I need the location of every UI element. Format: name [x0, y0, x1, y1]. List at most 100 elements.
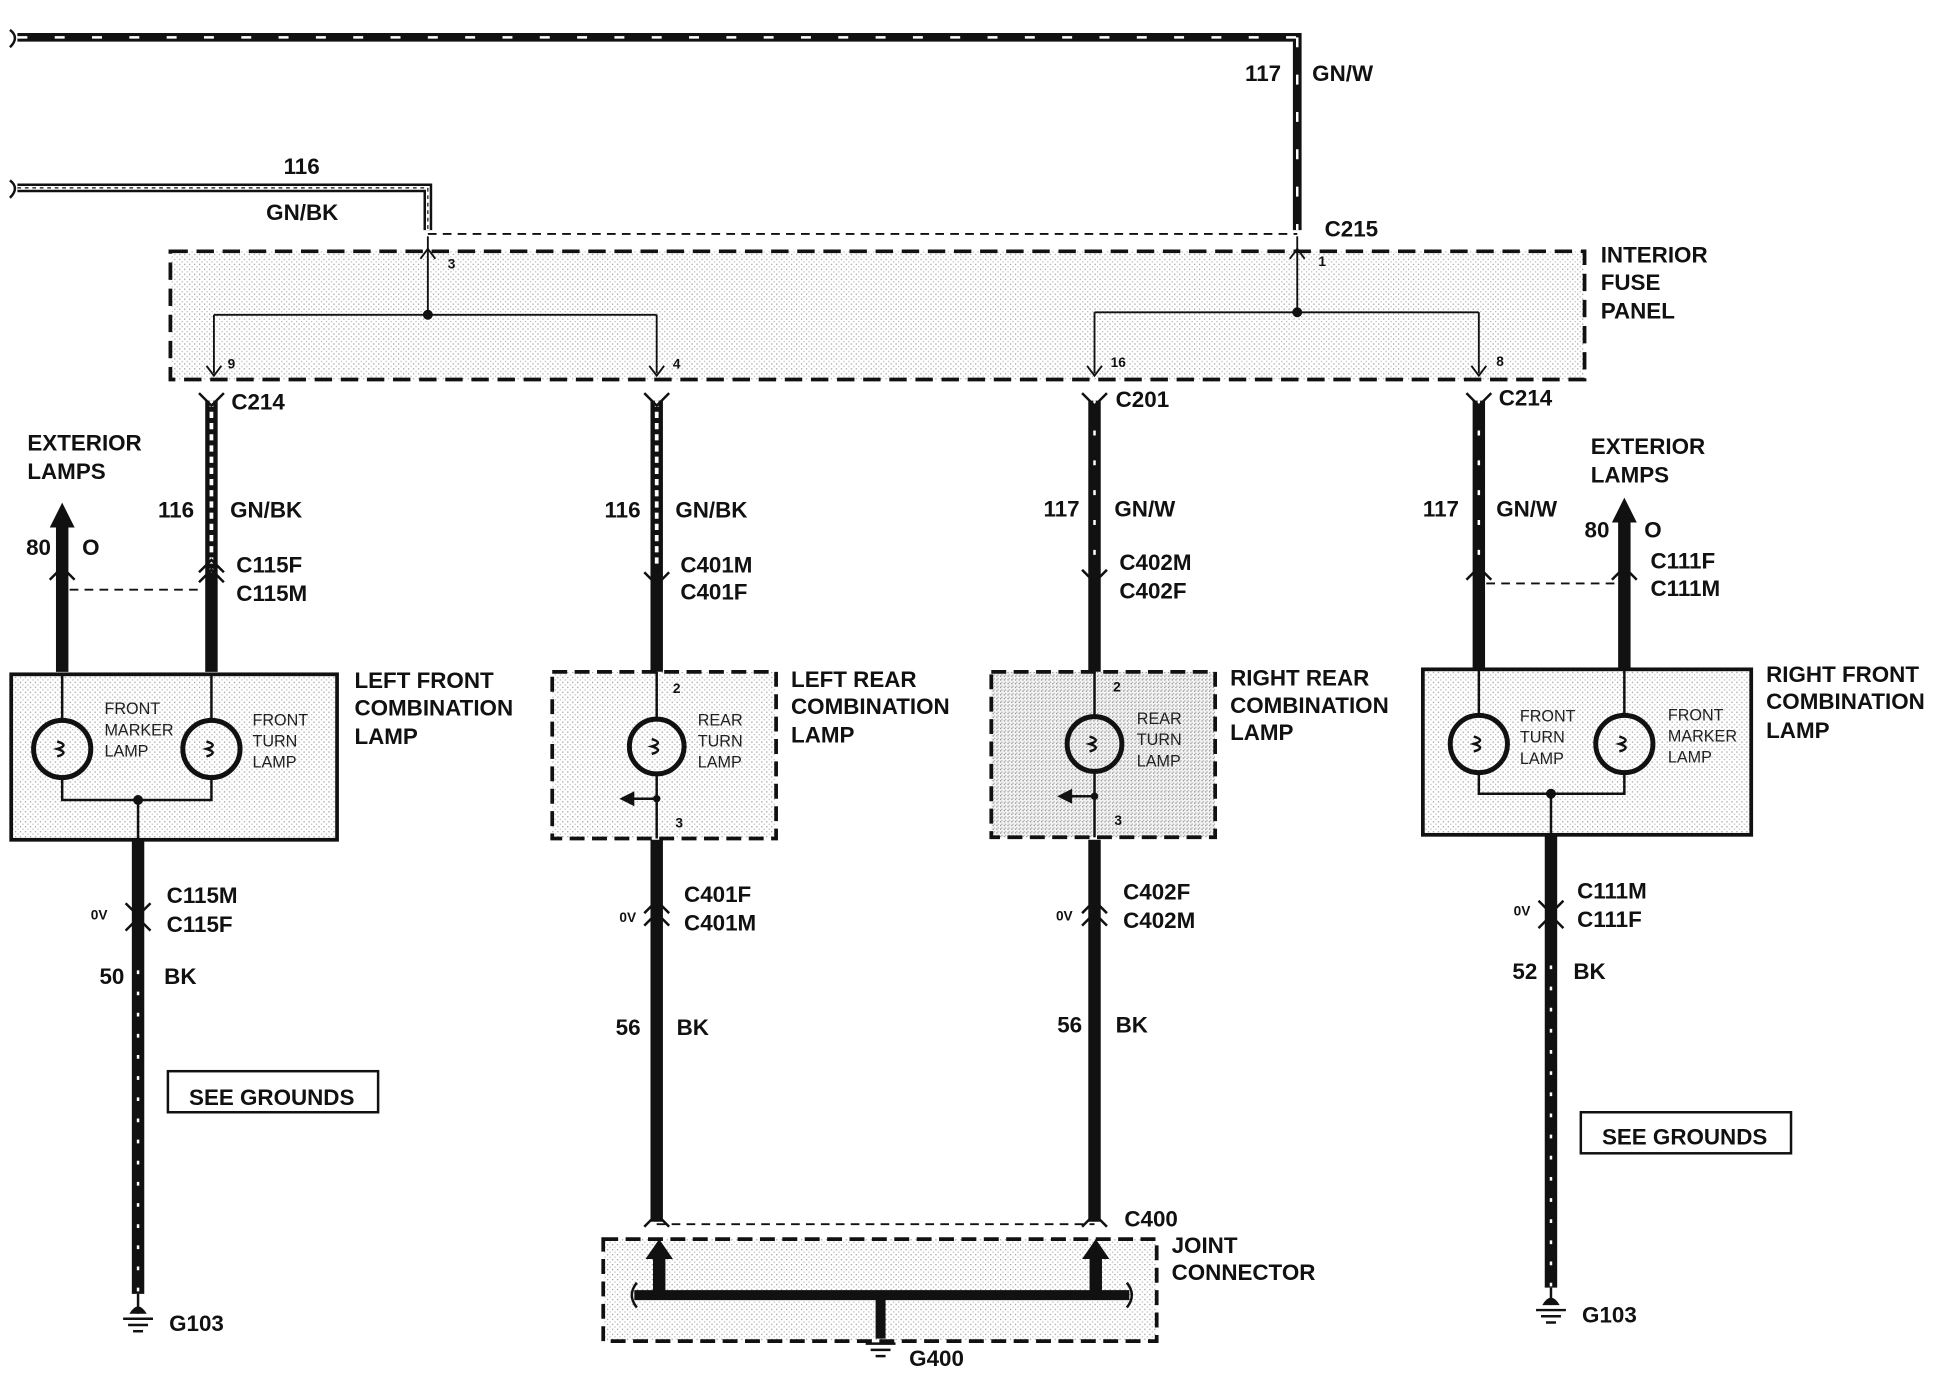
c115m-upper-label: C115M	[236, 581, 307, 606]
lr-component-line1: LEFT REAR	[791, 667, 917, 692]
exterior-lamps-feed-right	[1486, 497, 1638, 672]
rr-pin-3: 3	[1114, 813, 1122, 828]
see-grounds-left-text: SEE GROUNDS	[189, 1085, 354, 1110]
ground-wire-50-left	[123, 841, 153, 1333]
wire-117-right-front	[1465, 392, 1493, 672]
c115f-upper-label: C115F	[236, 552, 302, 577]
exterior-lamps-feed-left	[48, 502, 204, 672]
wire-56-right-color: BK	[1116, 1013, 1148, 1038]
g400-label: G400	[909, 1346, 964, 1371]
rr-component-line1: RIGHT REAR	[1230, 666, 1369, 691]
rr-pin-2: 2	[1113, 680, 1121, 695]
c402m-upper-label: C402M	[1119, 550, 1191, 575]
right-rear-combination-lamp	[989, 669, 1218, 840]
wire-80-left-number: 80	[26, 535, 51, 560]
see-grounds-right-box[interactable]	[1579, 1111, 1793, 1155]
rr-component-line3: LAMP	[1230, 720, 1293, 745]
lr-turn-lamp-line1: REAR	[698, 711, 743, 729]
wire-116-number: 116	[284, 154, 320, 179]
wire-50-color: BK	[164, 964, 196, 989]
rf-turn-lamp-line3: LAMP	[1520, 750, 1564, 768]
rf-turn-lamp-line1: FRONT	[1520, 708, 1576, 726]
rr-turn-lamp-line3: LAMP	[1137, 752, 1181, 770]
right-front-combination-lamp	[1420, 667, 1754, 837]
g103-right-label: G103	[1582, 1302, 1637, 1327]
wire-117-rr-color: GN/W	[1114, 496, 1176, 521]
c215-label: C215	[1325, 216, 1378, 241]
ground-wire-52-right	[1536, 836, 1566, 1324]
rf-ground-voltage: 0V	[1514, 904, 1532, 919]
feed-wire-116	[9, 179, 433, 231]
panel-label-interior: INTERIOR	[1601, 243, 1708, 268]
wire-117-rr-number: 117	[1044, 496, 1080, 521]
rf-component-line1: RIGHT FRONT	[1766, 662, 1919, 687]
wire-116-left-rear	[643, 392, 671, 672]
joint-connector-line1: JOINT	[1172, 1233, 1238, 1258]
panel-label-fuse: FUSE	[1601, 270, 1661, 295]
lf-component-line3: LAMP	[354, 724, 417, 749]
rf-component-line2: COMBINATION	[1766, 689, 1925, 714]
c400-label: C400	[1124, 1207, 1177, 1232]
lr-pin-3: 3	[675, 815, 683, 830]
see-grounds-left-box[interactable]	[166, 1069, 380, 1114]
wire-117-rf-color: GN/W	[1496, 496, 1558, 521]
pin-1-top: 1	[1318, 254, 1326, 269]
wire-56-left-color: BK	[677, 1015, 709, 1040]
c214-left-label: C214	[231, 389, 285, 414]
exterior-lamps-right-line2: LAMPS	[1591, 463, 1669, 488]
lf-component-line1: LEFT FRONT	[354, 668, 494, 693]
lf-marker-lamp-line2: MARKER	[104, 721, 173, 739]
wire-116-color: GN/BK	[266, 200, 338, 225]
lf-marker-lamp-line1: FRONT	[104, 700, 160, 718]
wire-116-left-front	[198, 392, 225, 672]
wire-116-lr-number: 116	[604, 498, 640, 523]
wire-117-number: 117	[1245, 61, 1281, 86]
pin-9: 9	[228, 356, 236, 371]
wire-116-lf-number: 116	[158, 498, 194, 523]
c115f-lower-label: C115F	[167, 912, 233, 937]
ground-wire-56-left-rear	[643, 839, 671, 1228]
pin-3-top: 3	[448, 257, 456, 272]
lf-ground-voltage: 0V	[91, 907, 109, 922]
lf-component-line2: COMBINATION	[354, 695, 513, 720]
lf-turn-lamp-line3: LAMP	[252, 754, 296, 772]
rf-turn-lamp-line2: TURN	[1520, 729, 1565, 747]
c201-label: C201	[1116, 387, 1169, 412]
rr-component-line2: COMBINATION	[1230, 693, 1389, 718]
wire-80-left-color: O	[82, 535, 99, 560]
wire-116-lr-color: GN/BK	[675, 498, 747, 523]
rr-turn-lamp-line1: REAR	[1137, 710, 1182, 728]
wire-56-right-number: 56	[1057, 1013, 1082, 1038]
interior-fuse-panel	[168, 236, 1587, 382]
wire-117-right-rear	[1081, 392, 1108, 672]
lr-pin-2: 2	[673, 681, 681, 696]
lr-ground-voltage: 0V	[619, 910, 637, 925]
c111f-lower-label: C111F	[1577, 907, 1642, 932]
lr-turn-lamp-line2: TURN	[698, 732, 743, 750]
panel-label-panel: PANEL	[1601, 298, 1675, 323]
c401f-lower-label: C401F	[684, 882, 751, 907]
wire-117-color: GN/W	[1312, 61, 1374, 86]
left-front-combination-lamp	[9, 672, 339, 842]
joint-connector-line2: CONNECTOR	[1172, 1260, 1316, 1285]
rf-marker-lamp-line3: LAMP	[1668, 749, 1712, 767]
wire-116-lf-color: GN/BK	[230, 498, 302, 523]
c401m-lower-label: C401M	[684, 911, 756, 936]
wire-52-color: BK	[1573, 959, 1605, 984]
pin-8: 8	[1496, 354, 1504, 369]
pin-16: 16	[1111, 355, 1127, 370]
ground-wire-56-right-rear	[1081, 839, 1108, 1228]
c402m-lower-label: C402M	[1123, 908, 1195, 933]
left-rear-combination-lamp	[550, 669, 778, 841]
rf-component-line3: LAMP	[1766, 718, 1829, 743]
exterior-lamps-right-line1: EXTERIOR	[1591, 434, 1705, 459]
wire-80-right-color: O	[1644, 517, 1661, 542]
wire-52-number: 52	[1512, 959, 1537, 984]
wire-50-number: 50	[100, 964, 125, 989]
rf-marker-lamp-line1: FRONT	[1668, 706, 1724, 724]
rr-turn-lamp-line2: TURN	[1137, 731, 1182, 749]
wire-56-left-number: 56	[616, 1015, 641, 1040]
rr-ground-voltage: 0V	[1056, 909, 1074, 924]
c111m-upper-label: C111M	[1650, 576, 1720, 601]
